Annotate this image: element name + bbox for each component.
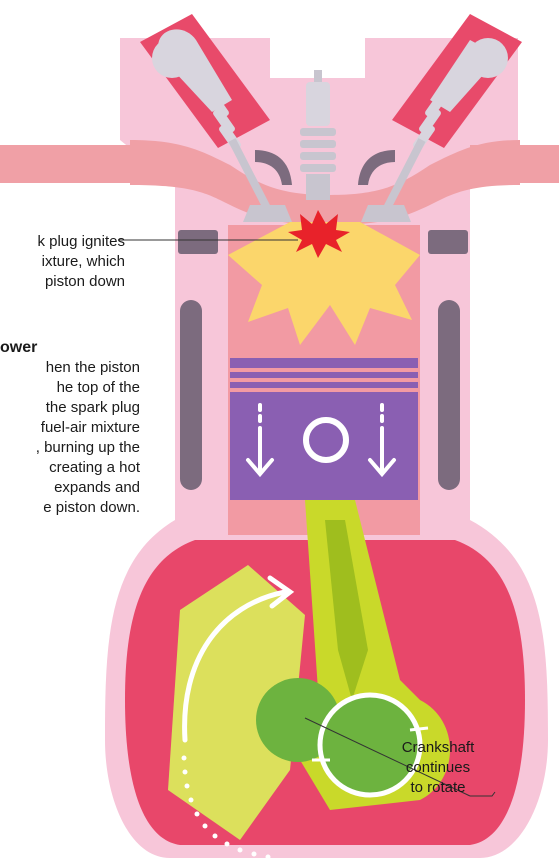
spark-plug-label: k plug ignites ixture, which piston down <box>0 232 125 292</box>
power-stroke-body: hen the piston he top of the the spark p… <box>0 358 140 518</box>
right-coolant-channel <box>438 300 460 490</box>
power-body-line-2: he top of the <box>0 378 140 398</box>
left-port <box>178 230 218 254</box>
spark-label-line-2: ixture, which <box>0 252 125 272</box>
crankshaft-label: Crankshaft continues to rotate <box>378 738 498 798</box>
spark-label-line-3: piston down <box>0 272 125 292</box>
power-stroke-title: ower <box>0 338 140 358</box>
power-body-line-4: fuel-air mixture <box>0 418 140 438</box>
power-body-line-8: e piston down. <box>0 498 140 518</box>
crankshaft-label-line-2: continues <box>378 758 498 778</box>
right-port <box>428 230 468 254</box>
crankshaft-label-line-1: Crankshaft <box>378 738 498 758</box>
power-body-line-3: the spark plug <box>0 398 140 418</box>
left-coolant-channel <box>180 300 202 490</box>
right-channel <box>470 145 559 183</box>
power-stroke-text: ower hen the piston he top of the the sp… <box>0 338 140 518</box>
power-body-line-7: expands and <box>0 478 140 498</box>
power-body-line-5: , burning up the <box>0 438 140 458</box>
left-channel <box>0 145 180 183</box>
spark-label-line-1: k plug ignites <box>0 232 125 252</box>
crankshaft-label-line-3: to rotate <box>378 778 498 798</box>
power-body-line-1: hen the piston <box>0 358 140 378</box>
power-body-line-6: creating a hot <box>0 458 140 478</box>
